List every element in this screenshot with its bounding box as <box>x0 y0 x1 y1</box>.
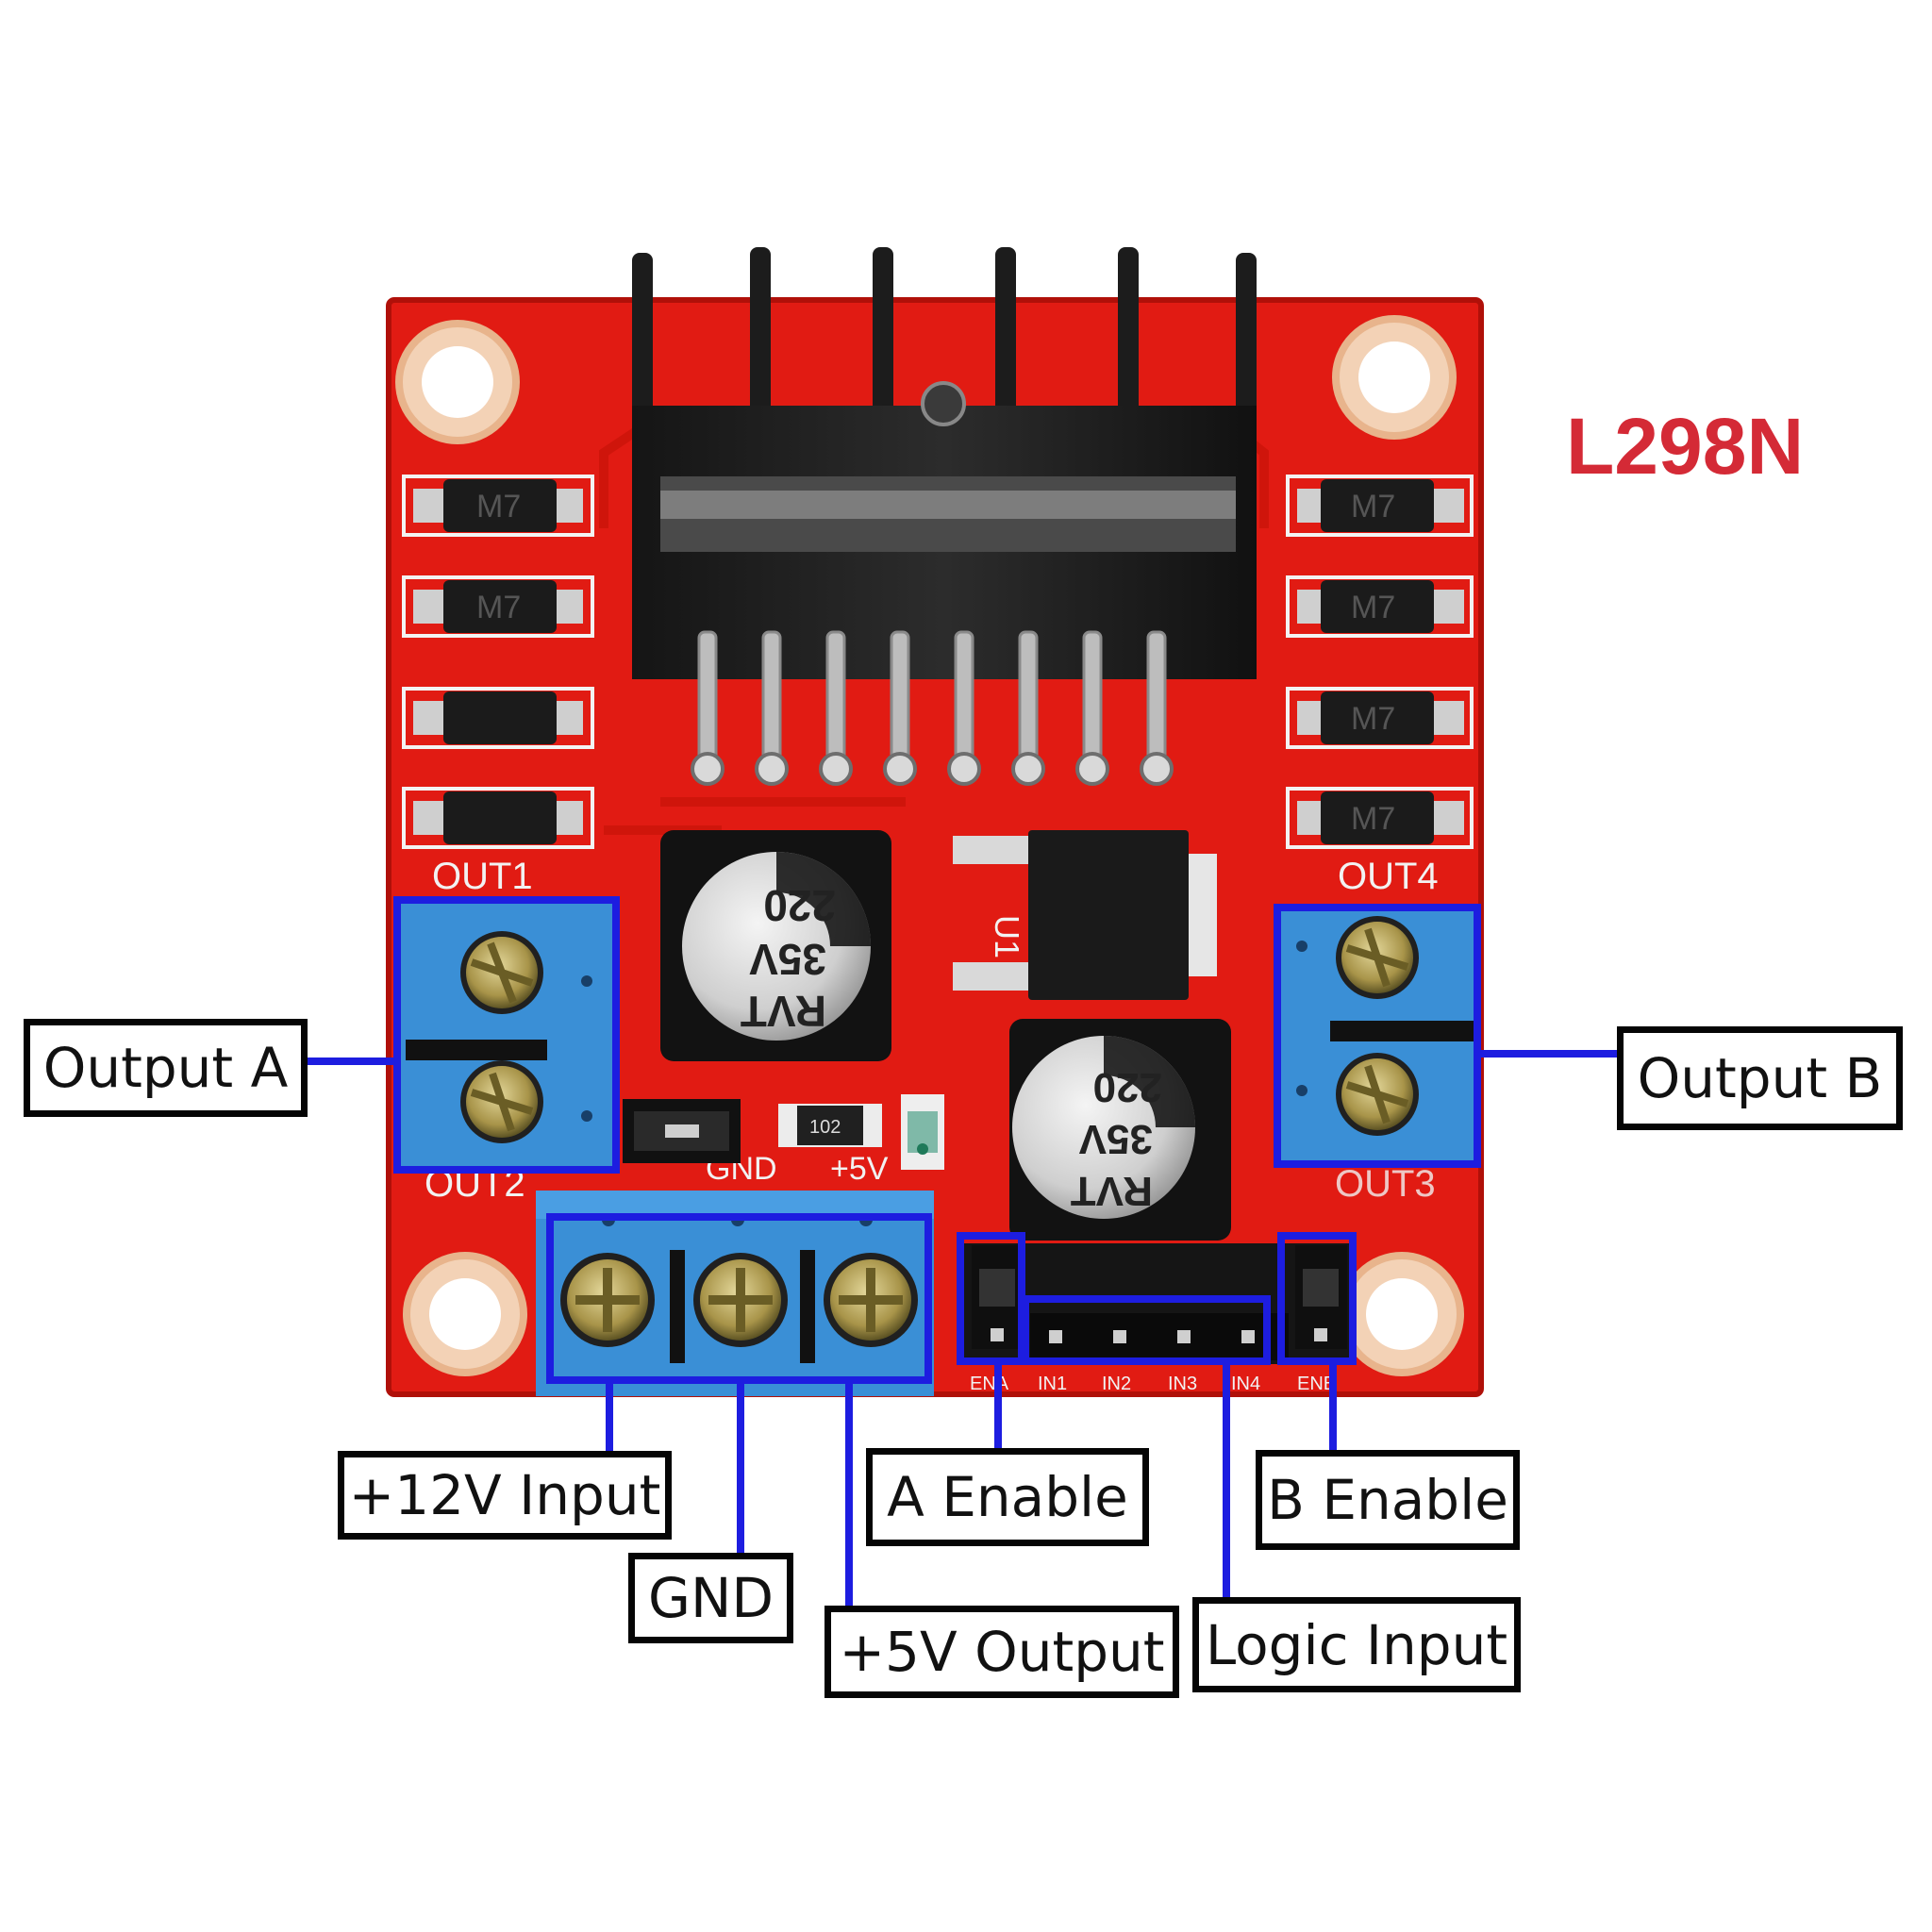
terminal-output-a <box>401 904 612 1166</box>
diode-marking: M7 <box>476 489 521 525</box>
silk-out4: OUT4 <box>1338 856 1439 897</box>
heatsink <box>632 247 1257 679</box>
silk-pin-in2: IN2 <box>1102 1374 1131 1394</box>
leader-lines <box>308 1050 1617 1613</box>
label-logic-input: Logic Input <box>1192 1597 1521 1692</box>
capacitor-brand: RVT <box>741 987 826 1036</box>
ic-legs <box>697 630 1167 766</box>
silk-pin-in4: IN4 <box>1231 1374 1260 1394</box>
diode-marking: M7 <box>1351 701 1395 737</box>
highlight-output-a <box>393 896 620 1174</box>
silk-pin-ena: ENA <box>970 1374 1009 1394</box>
highlight-output-b <box>1274 904 1481 1168</box>
silk-pin-in3: IN3 <box>1168 1374 1197 1394</box>
module-title: L298N <box>1566 402 1805 491</box>
diodes-left: M7 M7 <box>402 475 594 849</box>
mounting-hole-top-right <box>1332 315 1457 440</box>
label-output-a: Output A <box>24 1019 308 1117</box>
capacitor-brand: RVT <box>1071 1168 1153 1214</box>
silk-u1: U1 <box>988 915 1026 958</box>
5v-jumper <box>623 1099 741 1163</box>
diode-marking: M7 <box>476 590 521 625</box>
mounting-hole-bottom-left <box>403 1252 527 1376</box>
silk-5v: +5V <box>830 1151 889 1187</box>
highlight-logic-pins <box>1022 1295 1271 1365</box>
capacitor-voltage: 35V <box>1078 1116 1153 1162</box>
silk-pin-enb: ENB <box>1297 1374 1336 1394</box>
diode-marking: M7 <box>1351 590 1395 625</box>
terminal-output-b <box>1275 906 1475 1160</box>
silk-out3: OUT3 <box>1335 1163 1436 1205</box>
voltage-regulator: U1 <box>953 830 1217 1000</box>
label-5v-output: +5V Output <box>824 1606 1179 1698</box>
label-12v-input: +12V Input <box>338 1451 672 1540</box>
diode-marking: M7 <box>1351 489 1395 525</box>
label-gnd: GND <box>628 1553 793 1643</box>
capacitor-value: 220 <box>763 881 836 930</box>
mounting-hole-top-left <box>395 320 520 444</box>
pcb-shade <box>386 297 1484 1397</box>
label-a-enable: A Enable <box>866 1448 1149 1546</box>
smd-resistor: 102 <box>778 1104 882 1147</box>
terminal-power <box>536 1191 934 1396</box>
diode-marking: M7 <box>1351 801 1395 837</box>
diodes-right: M7 M7 M7 M7 <box>1286 475 1474 849</box>
capacitor-voltage: 35V <box>749 935 826 984</box>
highlight-enb-jumper <box>1277 1232 1357 1365</box>
silk-pin-in1: IN1 <box>1038 1374 1067 1394</box>
ic-solder-pads <box>691 752 1174 786</box>
silk-out1: OUT1 <box>432 856 533 897</box>
capacitor-left: RVT 35V 220 <box>660 830 891 1061</box>
resistor-marking: 102 <box>809 1117 841 1138</box>
capacitor-value: 220 <box>1093 1064 1162 1110</box>
label-output-b: Output B <box>1617 1026 1903 1130</box>
mounting-hole-bottom-right <box>1340 1252 1464 1376</box>
label-b-enable: B Enable <box>1256 1450 1520 1550</box>
power-led <box>901 1094 944 1170</box>
capacitor-right: RVT 35V 220 <box>1009 1019 1231 1241</box>
